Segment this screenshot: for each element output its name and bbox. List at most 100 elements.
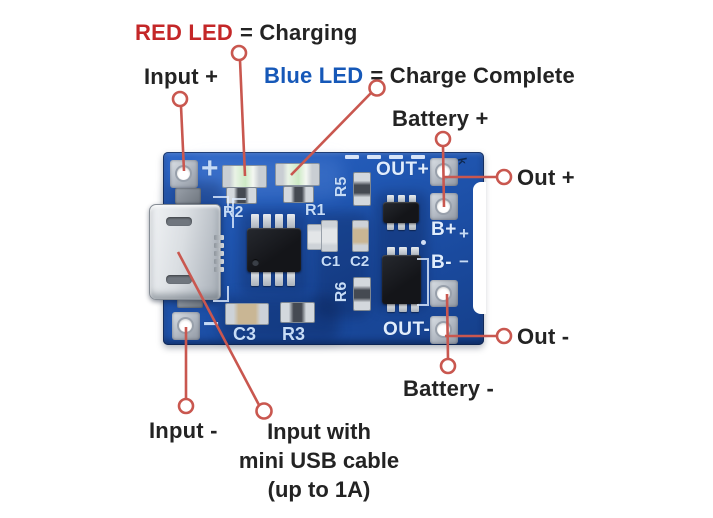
ic-leg xyxy=(387,222,394,230)
charger-ic xyxy=(247,228,301,272)
pad-b-plus xyxy=(430,193,458,220)
pad-hole xyxy=(437,323,450,336)
capacitor-c2 xyxy=(352,220,369,252)
label-input-plus: Input + xyxy=(144,64,219,89)
silkscreen-bracket xyxy=(213,196,229,212)
usb-pin xyxy=(214,259,224,264)
usb-pin xyxy=(214,243,224,248)
capacitor-c3 xyxy=(225,303,269,325)
capacitor-c1 xyxy=(321,220,338,252)
pad-hole xyxy=(437,165,450,178)
ic-leg xyxy=(411,247,419,256)
label-blue-led-meaning: = Charge Complete xyxy=(370,63,575,88)
leader-battery-minus-ring xyxy=(439,357,457,375)
ic-leg xyxy=(387,195,394,203)
silkscreen-edge-minus: − xyxy=(459,252,469,271)
ic-leg xyxy=(263,271,271,286)
silkscreen-bracket xyxy=(417,258,429,306)
label-blue-led: Blue LED= Charge Complete xyxy=(264,62,575,89)
resistor xyxy=(283,186,314,203)
ic-leg xyxy=(275,271,283,286)
capacitor xyxy=(307,224,322,250)
leader-out-plus-ring xyxy=(495,168,513,186)
via-dot xyxy=(421,240,426,245)
silkscreen-dash xyxy=(411,155,425,159)
ic-leg xyxy=(387,303,395,312)
silkscreen-b-minus: B- xyxy=(431,252,453,273)
pcb-board: + − R2 R1 R5 R6 C1 C2 C3 R3 OUT+ B+ B- O… xyxy=(149,152,486,345)
pad-input-minus xyxy=(172,312,200,340)
label-red-led-meaning: = Charging xyxy=(239,20,358,45)
silkscreen-c1: C1 xyxy=(321,253,341,270)
leader-out-minus-ring xyxy=(495,327,513,345)
usb-indent xyxy=(166,217,192,226)
ic-leg xyxy=(251,271,259,286)
pad-input-plus xyxy=(170,160,198,188)
silkscreen-dash xyxy=(389,155,403,159)
ic-leg xyxy=(398,195,405,203)
resistor-r5 xyxy=(353,172,371,206)
usb-mount-pad xyxy=(175,188,201,204)
silkscreen-c2: C2 xyxy=(350,253,370,270)
protection-ic xyxy=(383,202,419,223)
resistor-r3 xyxy=(280,302,315,323)
silkscreen-dash xyxy=(345,155,359,159)
ic-leg xyxy=(411,303,419,312)
silkscreen-dash xyxy=(367,155,381,159)
ic-leg xyxy=(387,247,395,256)
usb-note-line1: Input with xyxy=(267,419,371,444)
usb-pin xyxy=(214,251,224,256)
ic-leg xyxy=(399,303,407,312)
mosfet-ic xyxy=(382,255,421,304)
label-battery-plus: Battery + xyxy=(392,106,489,131)
resistor-r6 xyxy=(353,277,371,311)
ic-leg xyxy=(275,214,283,229)
silkscreen-c3: C3 xyxy=(233,324,257,344)
pad-out-plus xyxy=(430,158,458,186)
pad-out-minus xyxy=(430,316,458,344)
pad-hole xyxy=(177,167,190,180)
label-out-plus: Out + xyxy=(517,165,575,190)
ic-leg xyxy=(409,222,416,230)
usb-pin xyxy=(214,235,224,240)
ic-leg xyxy=(251,214,259,229)
leader-red-led-ring xyxy=(230,44,248,62)
silkscreen-r1: R1 xyxy=(305,202,326,219)
silkscreen-corner-mark: k xyxy=(454,156,470,166)
silkscreen-edge-plus: + xyxy=(459,224,469,243)
silkscreen-r5: R5 xyxy=(333,176,350,198)
silkscreen-b-plus: B+ xyxy=(431,219,457,240)
silkscreen-r6: R6 xyxy=(333,281,350,303)
board-edge-notch xyxy=(473,182,486,314)
label-battery-minus: Battery - xyxy=(403,376,495,401)
leader-battery-plus-ring xyxy=(434,130,452,148)
red-led xyxy=(222,165,267,188)
ic-leg xyxy=(263,214,271,229)
pad-b-minus xyxy=(430,280,458,307)
usb-indent xyxy=(166,275,192,284)
ic-leg xyxy=(398,222,405,230)
ic-leg xyxy=(287,271,295,286)
silkscreen-bracket xyxy=(213,286,229,302)
silkscreen-r3: R3 xyxy=(282,324,306,344)
silkscreen-out-plus: OUT+ xyxy=(376,159,430,180)
usb-note-line2: mini USB cable xyxy=(238,448,400,473)
label-blue-led-term: Blue LED xyxy=(264,63,364,88)
label-input-minus: Input - xyxy=(149,418,218,443)
silkscreen-r2: R2 xyxy=(223,204,244,221)
silkscreen-bracket xyxy=(232,198,246,228)
label-red-led: RED LED= Charging xyxy=(135,19,357,46)
silkscreen-minus: − xyxy=(203,308,220,339)
leader-input-plus-ring xyxy=(171,90,189,108)
pad-hole xyxy=(179,319,192,332)
usb-note-line3: (up to 1A) xyxy=(267,477,371,502)
label-red-led-term: RED LED xyxy=(135,20,233,45)
micro-usb-connector xyxy=(149,204,224,300)
silkscreen-plus: + xyxy=(201,152,219,185)
silkscreen-out-minus: OUT- xyxy=(383,319,431,340)
blue-led xyxy=(275,163,320,186)
pad-hole xyxy=(437,287,450,300)
ic-leg xyxy=(287,214,295,229)
ic-pin1-dot xyxy=(252,259,259,266)
